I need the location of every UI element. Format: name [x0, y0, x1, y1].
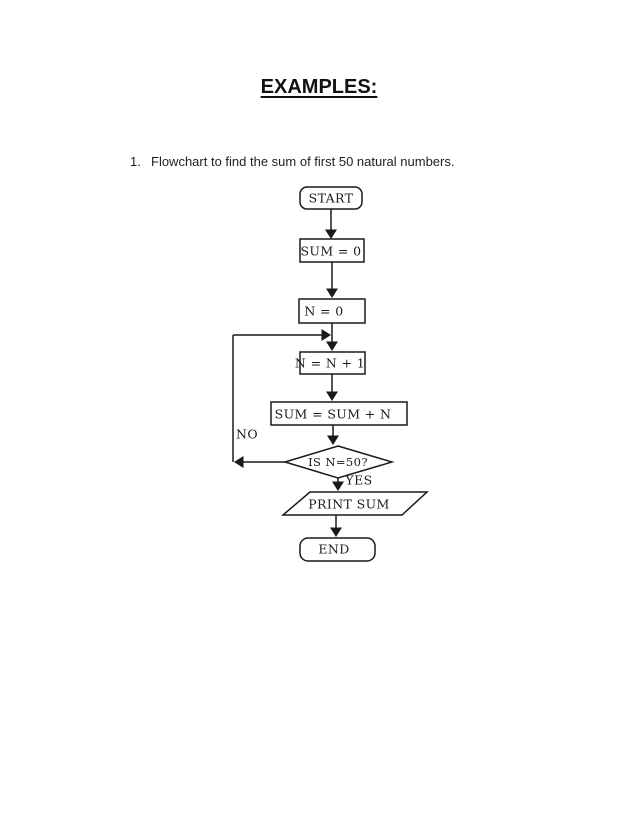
- increment-label: N = N + 1: [295, 356, 365, 371]
- end-label: END: [318, 542, 349, 557]
- arrowhead-down-icon: [325, 229, 337, 239]
- decision-diamond: [282, 445, 395, 479]
- output-label: PRINT SUM: [308, 497, 390, 512]
- list-item-number: 1.: [130, 154, 141, 169]
- page-title: EXAMPLES:: [260, 76, 378, 98]
- arrowhead-down-icon: [326, 288, 338, 298]
- init-n-process: [298, 298, 366, 324]
- accumulate-process: [270, 401, 408, 426]
- decision-label: IS N=50?: [308, 455, 368, 469]
- arrowhead-down-icon: [327, 435, 339, 445]
- arrowhead-down-icon: [332, 481, 344, 491]
- init-n-label: N = 0: [304, 304, 343, 319]
- increment-process: [299, 351, 366, 375]
- yes-branch-label: YES: [344, 473, 372, 488]
- arrowhead-down-icon: [326, 341, 338, 351]
- arrowhead-down-icon: [326, 391, 338, 401]
- init-sum-label: SUM = 0: [300, 244, 361, 259]
- list-item-text: Flowchart to find the sum of first 50 na…: [151, 154, 455, 169]
- arrowhead-down-icon: [330, 527, 342, 537]
- init-sum-process: [299, 238, 365, 263]
- no-branch-label: NO: [236, 427, 258, 442]
- arrowhead-right-icon: [321, 329, 331, 341]
- output-parallelogram: [280, 491, 429, 516]
- list-item: 1. Flowchart to find the sum of first 50…: [130, 154, 454, 169]
- end-terminator: [299, 537, 376, 562]
- flow-labels: START SUM = 0 N = 0 N = N + 1 SUM = SUM …: [236, 191, 391, 557]
- arrowhead-left-icon: [234, 456, 244, 468]
- flow-connectors: [232, 209, 344, 537]
- accumulate-label: SUM = SUM + N: [275, 407, 392, 422]
- start-label: START: [309, 191, 354, 206]
- start-terminator: [299, 186, 363, 210]
- flow-shapes: [270, 186, 429, 562]
